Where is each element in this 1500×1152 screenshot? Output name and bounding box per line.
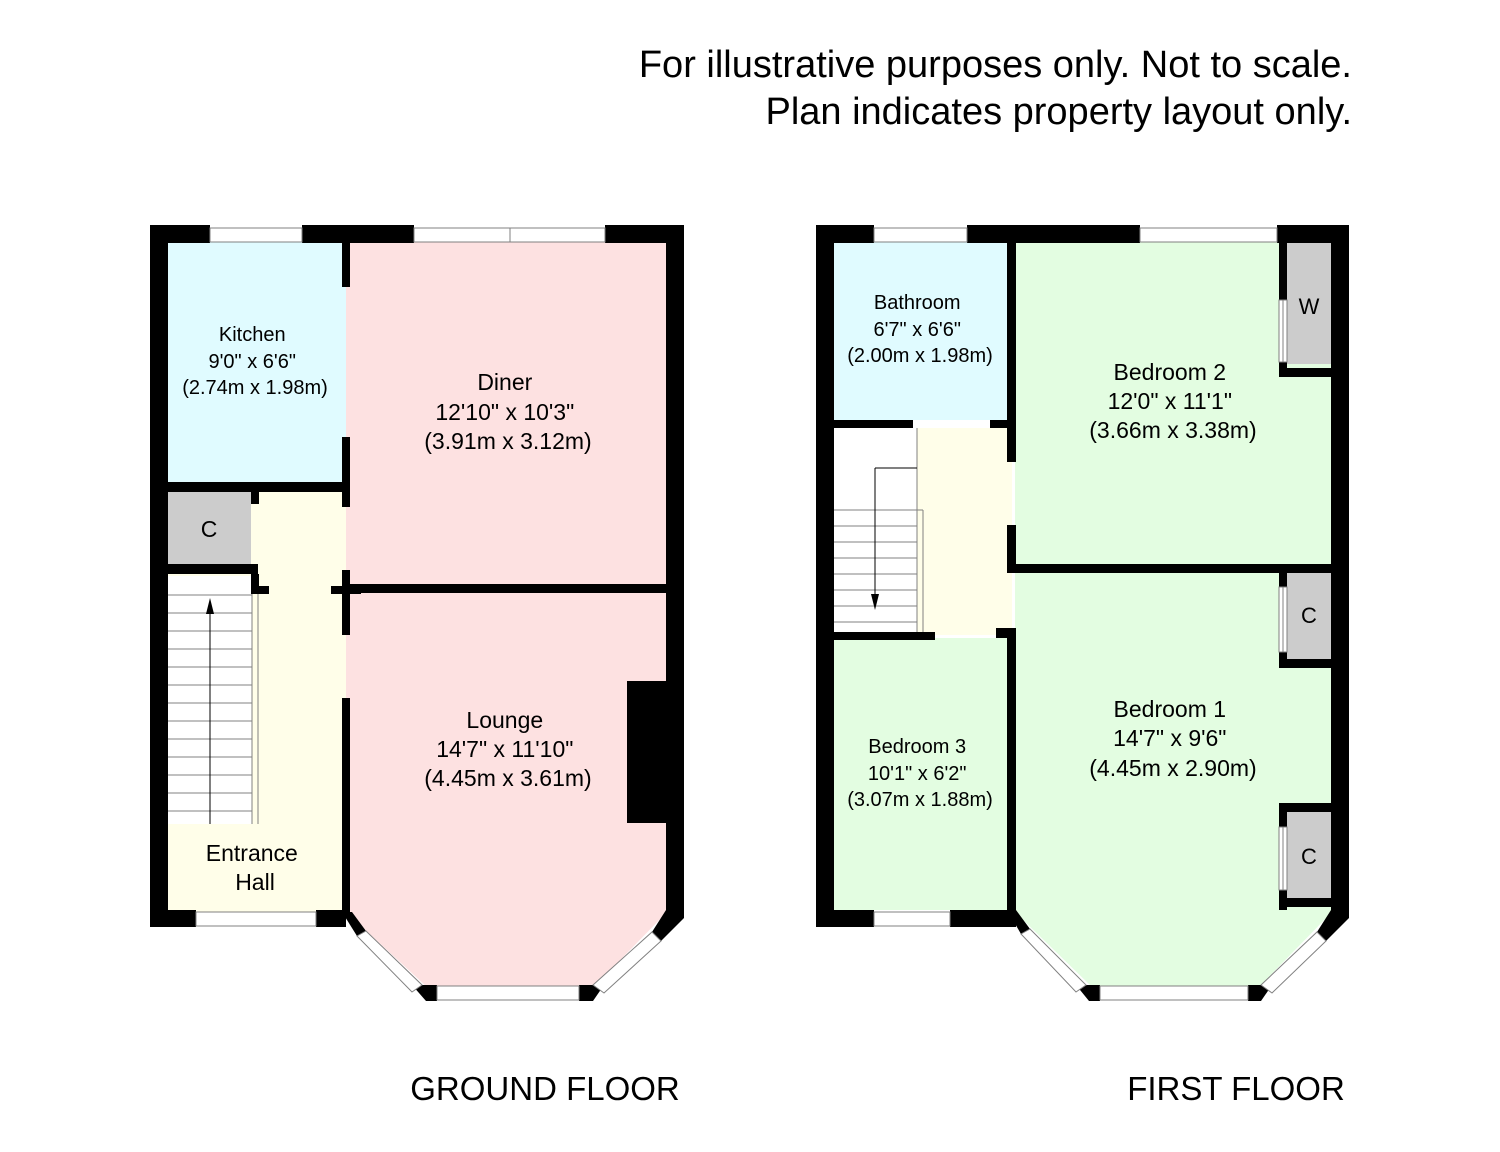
- cupboard-ground-label: C: [201, 516, 218, 542]
- diner-name: Diner: [477, 369, 532, 395]
- bedroom-1-metric: (4.45m x 2.90m): [1089, 755, 1256, 781]
- cupboard-first-bottom-label: C: [1301, 844, 1317, 869]
- disclaimer-line-2: Plan indicates property layout only.: [765, 91, 1352, 133]
- diner-imperial: 12'10" x 10'3": [435, 399, 574, 425]
- disclaimer: For illustrative purposes only. Not to s…: [639, 42, 1352, 136]
- bedroom-1-room: [1015, 573, 1332, 988]
- cupboard-first-top: [1287, 573, 1332, 659]
- ground-walls: [150, 225, 684, 1001]
- bathroom-metric: (2.00m x 1.98m): [847, 345, 993, 367]
- bathroom-room: [833, 242, 1008, 420]
- bedroom-1-imperial: 14'7" x 9'6": [1113, 725, 1226, 751]
- kitchen-imperial: 9'0" x 6'6": [208, 351, 295, 373]
- stairs-first: [833, 428, 924, 632]
- bathroom-label: Bathroom 6'7" x 6'6" (2.00m x 1.98m): [847, 292, 993, 367]
- bedroom-3-name: Bedroom 3: [868, 736, 966, 758]
- first-floor-title: FIRST FLOOR: [1127, 1070, 1345, 1107]
- kitchen-label: Kitchen 9'0" x 6'6" (2.74m x 1.98m): [182, 324, 328, 399]
- stairs-down-arrow-icon: [871, 594, 879, 610]
- lounge-imperial: 14'7" x 11'10": [436, 736, 573, 762]
- hall-line-2: Hall: [235, 869, 275, 895]
- kitchen-room: [168, 242, 346, 482]
- kitchen-name: Kitchen: [219, 324, 286, 346]
- lounge-name: Lounge: [466, 707, 543, 733]
- disclaimer-line-1: For illustrative purposes only. Not to s…: [638, 44, 1352, 86]
- bedroom-3-room: [833, 638, 1008, 910]
- cupboard-first-top-label: C: [1301, 603, 1317, 628]
- bedroom-1-name: Bedroom 1: [1114, 696, 1227, 722]
- bedroom-1-label: Bedroom 1 14'7" x 9'6" (4.45m x 2.90m): [1089, 696, 1256, 781]
- kitchen-metric: (2.74m x 1.98m): [182, 377, 328, 399]
- ground-windows: [195, 227, 662, 1001]
- lounge-label: Lounge 14'7" x 11'10" (4.45m x 3.61m): [424, 707, 591, 791]
- wardrobe: [1287, 242, 1332, 364]
- first-windows: [873, 227, 1327, 1001]
- bedroom-2-imperial: 12'0" x 11'1": [1108, 388, 1232, 414]
- entrance-hall-label: Entrance Hall: [206, 840, 304, 895]
- wardrobe-label: W: [1299, 294, 1320, 319]
- first-floor: Bathroom 6'7" x 6'6" (2.00m x 1.98m) Bed…: [816, 225, 1349, 1107]
- landing-room: [917, 428, 1012, 635]
- stairs-up-arrow-icon: [206, 598, 214, 614]
- bedroom-3-metric: (3.07m x 1.88m): [847, 789, 993, 811]
- lounge-metric: (4.45m x 3.61m): [424, 765, 591, 791]
- bedroom-3-imperial: 10'1" x 6'2": [868, 763, 967, 785]
- bathroom-name: Bathroom: [874, 292, 961, 314]
- diner-label: Diner 12'10" x 10'3" (3.91m x 3.12m): [424, 369, 591, 454]
- bedroom-2-name: Bedroom 2: [1114, 359, 1227, 385]
- diner-metric: (3.91m x 3.12m): [424, 428, 591, 454]
- bedroom-2-label: Bedroom 2 12'0" x 11'1" (3.66m x 3.38m): [1089, 359, 1256, 443]
- bedroom-2-metric: (3.66m x 3.38m): [1089, 417, 1256, 443]
- ground-floor-title: GROUND FLOOR: [410, 1070, 680, 1107]
- bathroom-imperial: 6'7" x 6'6": [873, 319, 960, 341]
- ground-floor: Kitchen 9'0" x 6'6" (2.74m x 1.98m) Dine…: [150, 225, 684, 1107]
- cupboard-first-bottom: [1287, 812, 1332, 898]
- cupboard-ground: [168, 492, 251, 564]
- diner-room: [346, 242, 667, 587]
- first-cupboard-doors: [1278, 299, 1288, 891]
- lounge-room: [346, 593, 667, 988]
- first-walls: [816, 225, 1349, 1001]
- hall-line-1: Entrance: [206, 840, 298, 866]
- bedroom-3-label: Bedroom 3 10'1" x 6'2" (3.07m x 1.88m): [847, 736, 993, 811]
